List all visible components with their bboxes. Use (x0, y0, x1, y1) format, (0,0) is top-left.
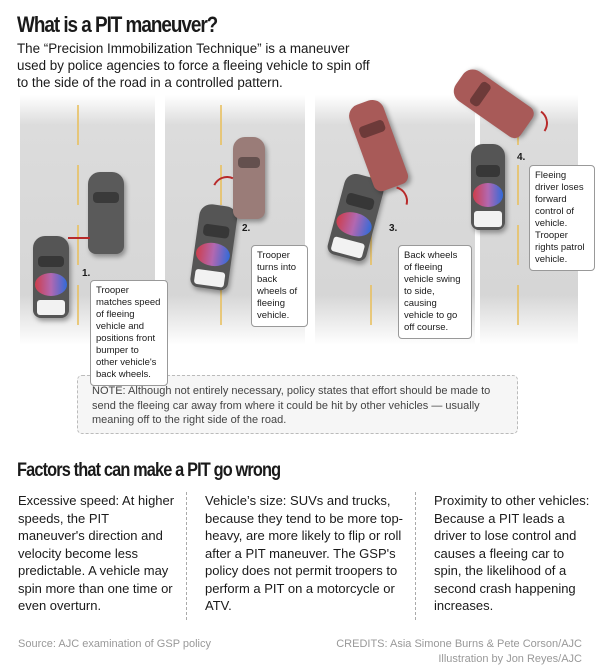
fleeing-car-icon (233, 137, 265, 219)
credits-text: CREDITS: Asia Simone Burns & Pete Corson… (336, 638, 582, 650)
step-caption: Trooper turns into back wheels of fleein… (251, 245, 308, 327)
patrol-car-icon (33, 236, 69, 318)
step-caption: Trooper matches speed of fleeing vehicle… (90, 280, 168, 386)
step-caption: Fleeing driver loses forward control of … (529, 165, 595, 271)
page-title: What is a PIT maneuver? (17, 12, 218, 37)
step-number: 4. (517, 152, 526, 163)
step-number: 1. (82, 268, 91, 279)
lane-marking (517, 105, 519, 325)
step-number: 3. (389, 223, 398, 234)
factor-vehicle-size: Vehicle’s size: SUVs and trucks, because… (205, 493, 404, 613)
fleeing-car-icon (88, 172, 124, 254)
lane-marking (77, 105, 79, 325)
divider (186, 492, 187, 620)
divider (415, 492, 416, 620)
factor-speed: Excessive speed: At higher speeds, the P… (18, 493, 175, 613)
gap-marker-icon (68, 237, 90, 239)
factors-title: Factors that can make a PIT go wrong (17, 460, 281, 481)
illustration-credit: Illustration by Jon Reyes/AJC (438, 653, 582, 665)
source-text: Source: AJC examination of GSP policy (18, 638, 212, 650)
step-number: 2. (242, 223, 251, 234)
intro-text: The “Precision Immobilization Technique”… (17, 41, 370, 90)
step-caption: Back wheels of fleeing vehicle swing to … (398, 245, 472, 339)
factor-proximity: Proximity to other vehicles: Because a P… (434, 493, 590, 613)
patrol-car-icon (471, 144, 505, 230)
